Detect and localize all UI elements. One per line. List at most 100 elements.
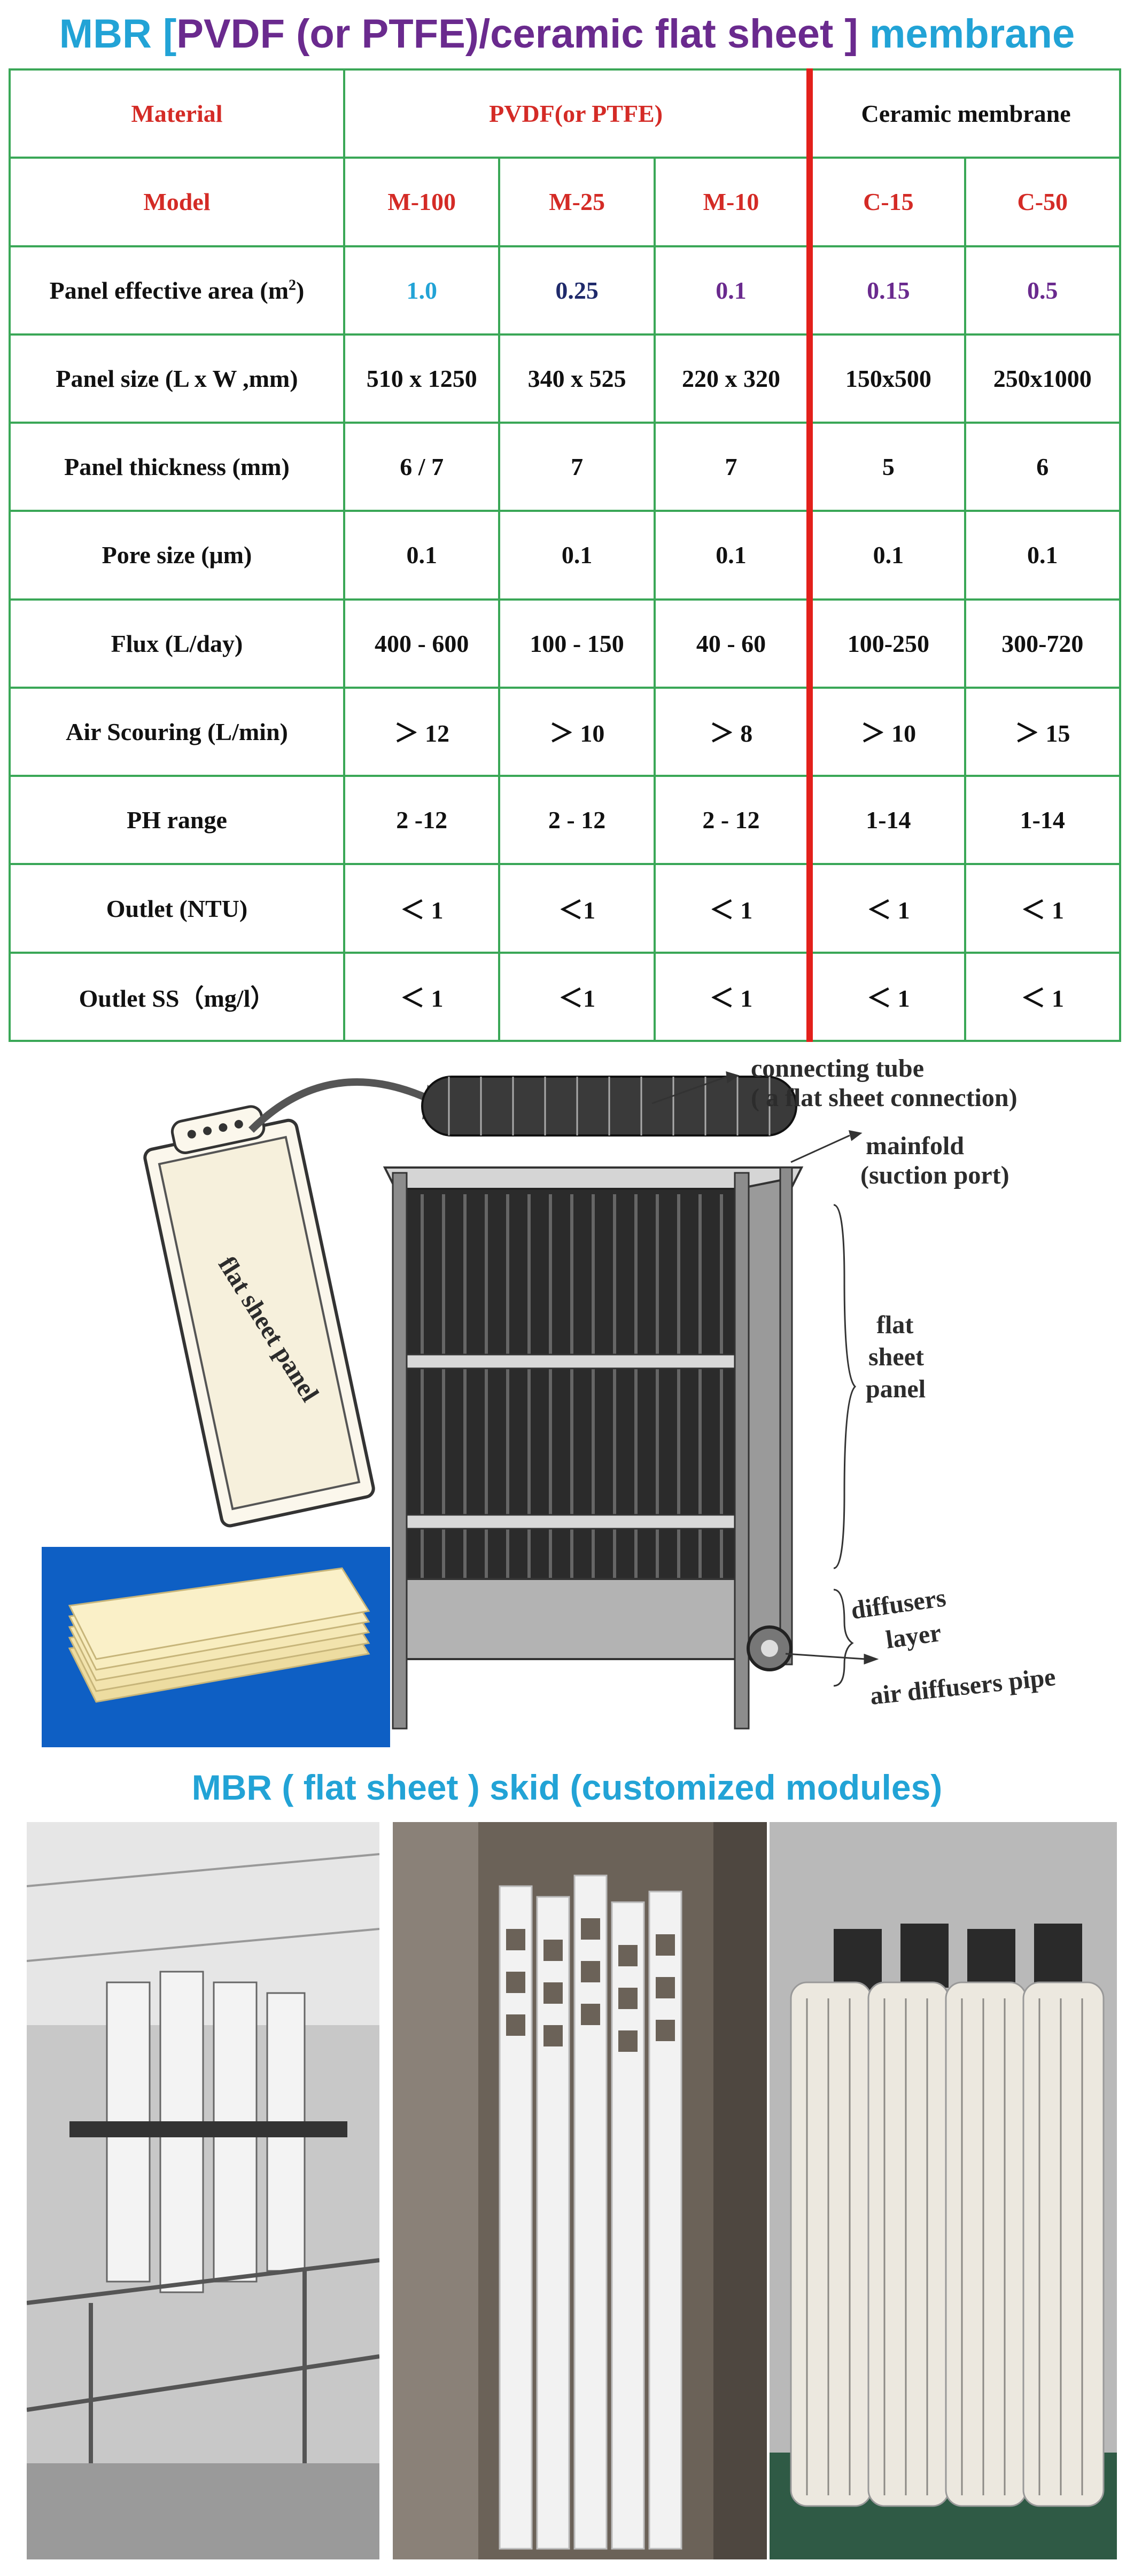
spec-cell: ＜ 1 — [806, 951, 966, 1042]
spec-cell: 0.1 — [343, 510, 501, 601]
spec-row: Air Scouring (L/min)＞ 12＞ 10＞ 8＞ 10＞ 15 — [9, 686, 1122, 777]
callout-lines — [651, 1071, 879, 1687]
spec-cell: 1-14 — [964, 775, 1122, 866]
spec-row-label: Panel size (L x W ,mm) — [9, 333, 345, 424]
spec-cell: 0.1 — [806, 510, 966, 601]
spec-row-label: PH range — [9, 775, 345, 866]
area-label-close: ) — [296, 276, 305, 304]
skid-section-title: MBR ( flat sheet ) skid (customized modu… — [191, 1768, 943, 1807]
spec-cell: 0.1 — [964, 510, 1122, 601]
spec-cell: ＜ 1 — [806, 863, 966, 954]
spec-row-label: Pore size (μm) — [9, 510, 345, 601]
spec-cell: 510 x 1250 — [343, 333, 501, 424]
spec-row: Outlet SS（mg/l）＜ 1＜1＜ 1＜ 1＜ 1 — [9, 951, 1122, 1042]
spec-cell: 220 x 320 — [653, 333, 811, 424]
spec-cell: 40 - 60 — [653, 598, 811, 689]
panel-label-line2: sheet — [868, 1343, 924, 1371]
model-label: Model — [9, 157, 345, 247]
spec-cell: 400 - 600 — [343, 598, 501, 689]
spec-cell: 2 - 12 — [498, 775, 656, 866]
spec-cell: 7 — [498, 422, 656, 512]
spec-cell: ＜1 — [498, 951, 656, 1042]
material-label: Material — [9, 68, 345, 159]
title-prefix: MBR [ — [59, 11, 177, 57]
spec-row: Outlet (NTU)＜ 1＜1＜ 1＜ 1＜ 1 — [9, 863, 1122, 954]
area-label: Panel effective area (m2) — [9, 245, 345, 336]
spec-cell: 6 / 7 — [343, 422, 501, 512]
spec-cell: ＜ 1 — [653, 863, 811, 954]
area-cell: 1.0 — [343, 245, 501, 336]
spec-cell: 2 -12 — [343, 775, 501, 866]
area-cell: 0.5 — [964, 245, 1122, 336]
spec-cell: 7 — [653, 422, 811, 512]
spec-cell: 6 — [964, 422, 1122, 512]
skid-photo-modules — [27, 1822, 379, 2559]
air-diffusers-pipe-label: air diffusers pipe — [869, 1663, 1057, 1710]
mbr-module-drawing — [383, 1076, 804, 1730]
ceramic-membrane-photo — [393, 1822, 767, 2559]
spec-cell: ＜ 1 — [343, 863, 501, 954]
connecting-tube-label: connecting tube — [751, 1054, 924, 1083]
spec-cell: 340 x 525 — [498, 333, 656, 424]
area-row: Panel effective area (m2) 1.0 0.25 0.1 0… — [9, 245, 1122, 336]
curved-arrow-icon — [248, 1078, 440, 1133]
model-cell: M-25 — [498, 157, 656, 247]
panel-label-line1: flat — [876, 1311, 913, 1339]
manifold-label: mainfold — [866, 1132, 964, 1160]
spec-cell: 1-14 — [806, 775, 966, 866]
spec-cell: 5 — [806, 422, 966, 512]
manifold-sublabel: (suction port) — [860, 1161, 1009, 1189]
model-row: Model M-100 M-25 M-10 C-15 C-50 — [9, 157, 1122, 247]
material-row: Material PVDF(or PTFE) Ceramic membrane — [9, 68, 1121, 159]
spec-cell: ＞ 10 — [498, 686, 656, 777]
spec-row-label: Outlet (NTU) — [9, 863, 345, 954]
diffusers-label: diffusers — [849, 1584, 947, 1625]
spec-row-label: Panel thickness (mm) — [9, 422, 345, 512]
model-cell: M-10 — [653, 157, 811, 247]
ceramic-group-header: Ceramic membrane — [806, 68, 1121, 159]
spec-cell: 0.1 — [498, 510, 656, 601]
tubular-membrane-photo — [770, 1822, 1117, 2559]
spec-cell: ＜ 1 — [964, 951, 1122, 1042]
title-suffix: membrane — [858, 11, 1075, 57]
spec-cell: ＜1 — [498, 863, 656, 954]
module-diagram: flat sheet panel — [42, 1054, 1057, 1747]
spec-cell: ＞ 8 — [653, 686, 811, 777]
spec-row-label: Flux (L/day) — [9, 598, 345, 689]
model-cell: M-100 — [343, 157, 501, 247]
spec-table: Material PVDF(or PTFE) Ceramic membrane … — [9, 68, 1122, 1042]
spec-cell: ＞ 10 — [806, 686, 966, 777]
spec-cell: ＞ 12 — [343, 686, 501, 777]
spec-cell: ＜ 1 — [653, 951, 811, 1042]
ceramic-plates-photo — [42, 1547, 390, 1747]
spec-cell: 0.1 — [653, 510, 811, 601]
title-materials: PVDF (or PTFE)/ceramic flat sheet ] — [176, 11, 858, 57]
model-cell: C-50 — [964, 157, 1122, 247]
spec-row-label: Air Scouring (L/min) — [9, 686, 345, 777]
diffusers-sublabel: layer — [884, 1618, 943, 1654]
spec-cell: ＜ 1 — [343, 951, 501, 1042]
spec-cell: 250x1000 — [964, 333, 1122, 424]
area-cell: 0.15 — [806, 245, 966, 336]
spec-row-label: Outlet SS（mg/l） — [9, 951, 345, 1042]
area-label-text: Panel effective area (m — [49, 276, 289, 304]
pvdf-group-header: PVDF(or PTFE) — [343, 68, 811, 159]
panel-label-line3: panel — [866, 1375, 926, 1403]
area-cell: 0.25 — [498, 245, 656, 336]
area-label-sup: 2 — [289, 277, 297, 294]
spec-cell: ＜ 1 — [964, 863, 1122, 954]
model-cell: C-15 — [806, 157, 966, 247]
spec-cell: 150x500 — [806, 333, 966, 424]
spec-cell: 300-720 — [964, 598, 1122, 689]
page-title: MBR [PVDF (or PTFE)/ceramic flat sheet ]… — [0, 7, 1134, 61]
flat-sheet-panel-drawing: flat sheet panel — [143, 1105, 375, 1528]
connecting-tube-sublabel: ( a flat sheet connection) — [751, 1084, 1018, 1112]
spec-cell: 2 - 12 — [653, 775, 811, 866]
spec-cell: 100-250 — [806, 598, 966, 689]
area-cell: 0.1 — [653, 245, 811, 336]
